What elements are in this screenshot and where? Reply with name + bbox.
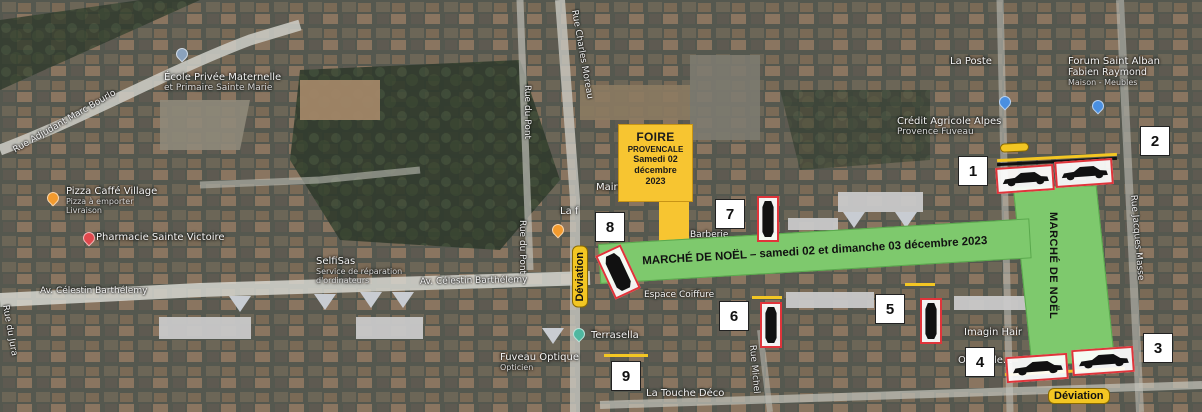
poi-pizza-sub: Pizza à emporter [66,197,134,206]
barrier [752,296,782,299]
poi-fuveau-optique-label: Fuveau Optique [500,352,580,363]
poi-selfisas-sub: Service de réparation [316,267,403,276]
marker-number-7[interactable]: 7 [715,199,745,229]
warning-triangle-icon [895,212,917,228]
poi-pizza-sub-2: Livraison [66,206,102,215]
poi-fuveau-optique-sub: Opticien [500,363,534,372]
gray-block [838,192,923,212]
poi-ecole-label: École Privée Maternelle [164,72,282,83]
marker-number-3[interactable]: 3 [1143,333,1173,363]
street-label-du-pont-2: Rue du Pont [517,220,527,275]
barrier [604,354,648,357]
poi-pharmacie[interactable]: Pharmacie Sainte Victoire [96,232,225,243]
poi-barberie[interactable]: Barberie [690,230,729,240]
warning-triangle-icon [392,292,414,308]
poi-credit-label-2: Provence Fuveau [897,127,974,137]
street-label-celestin-left: Av. Célestin Barthélemy [40,286,148,296]
car-icon [995,164,1055,194]
marker-number-1[interactable]: 1 [958,156,988,186]
foire-title: FOIRE [636,130,675,144]
poi-pizza-label: Pizza Caffé Village [66,186,158,197]
foire-provencale-label[interactable]: FOIRE PROVENCALE Samedi 02 décembre 2023 [618,124,693,202]
barrier [905,283,935,286]
poi-terrasella[interactable]: Terrasella [591,330,639,341]
poi-forum-label: Forum Saint Alban [1068,56,1161,67]
car-icon [760,302,782,348]
poi-fabien-sub: Maison - Meubles [1068,78,1138,87]
poi-credit-label: Crédit Agricole Alpes [897,116,1002,127]
marker-number-4[interactable]: 4 [965,347,995,377]
marker-number-5[interactable]: 5 [875,294,905,324]
gray-block [954,296,1028,310]
poi-imagin[interactable]: Imagin Hair [964,327,1022,338]
gray-block [159,317,251,339]
deviation-sign [999,142,1030,153]
gray-block [356,317,423,339]
foire-line-3: 2023 [645,176,666,186]
marche-de-noel-band-label: MARCHÉ DE NOËL – samedi 02 et dimanche 0… [641,234,988,268]
car-icon [1005,352,1069,384]
deviation-sign: Déviation [572,246,588,308]
deviation-sign: Déviation [1048,388,1110,404]
foire-line-1: Samedi 02 [633,154,678,164]
gray-block [786,292,874,308]
poi-fabien-label: Fabien Raymond [1068,67,1147,78]
warning-triangle-icon [843,212,865,228]
poi-selfisas-label: SelfiSas [316,256,356,267]
marker-number-2[interactable]: 2 [1140,126,1170,156]
warning-triangle-icon [360,292,382,308]
poi-selfisas-sub-2: d'ordinateurs [316,276,370,285]
gray-block [788,218,838,230]
poi-laf[interactable]: La f [560,206,579,217]
car-icon [757,196,779,242]
warning-triangle-icon [314,294,336,310]
car-icon [1071,345,1135,377]
street-label-du-pont: Rue du Pont [522,85,532,140]
street-label-celestin-mid: Av. Célestin Barthélemy [419,275,528,287]
marche-de-noel-vertical-label: MARCHÉ DE NOËL [1047,212,1059,320]
foire-subtitle: PROVENCALE [627,145,684,154]
car-icon [1054,158,1114,188]
poi-latouche[interactable]: La Touche Déco [646,388,725,399]
foire-line-2: décembre [634,165,677,175]
car-icon [595,244,641,300]
poi-ecole-label-2: et Primaire Sainte Marie [164,83,273,93]
poi-la-poste[interactable]: La Poste [950,56,992,67]
warning-triangle-icon [542,328,564,344]
marker-number-6[interactable]: 6 [719,301,749,331]
car-icon [920,298,942,344]
marker-number-8[interactable]: 8 [595,212,625,242]
marker-number-9[interactable]: 9 [611,361,641,391]
warning-triangle-icon [229,296,251,312]
poi-mairie[interactable]: Mairie [596,182,627,193]
poi-coiffure[interactable]: Espace Coiffure [644,290,715,300]
